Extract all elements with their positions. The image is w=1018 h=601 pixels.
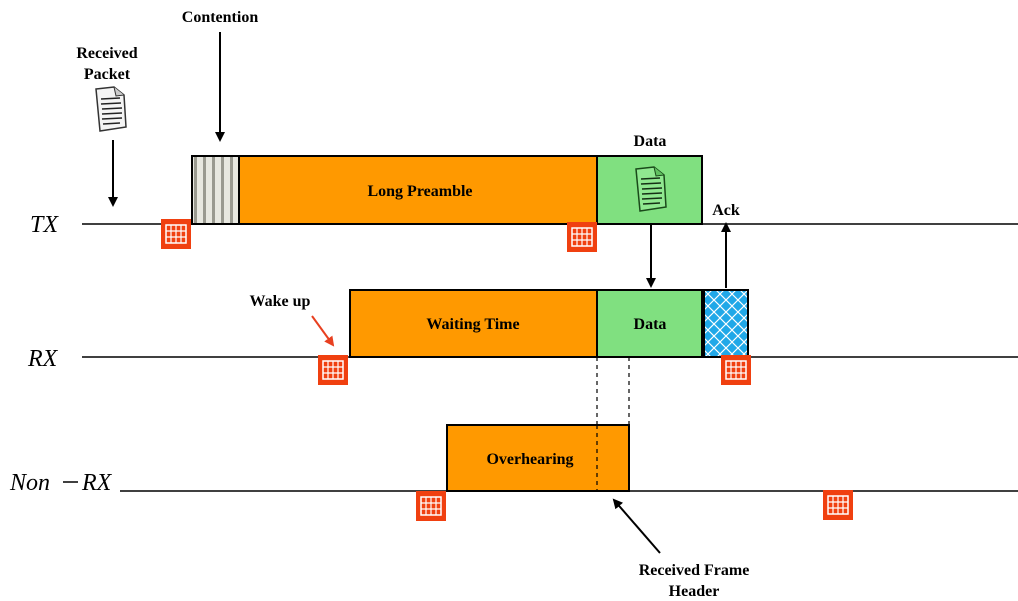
rx-data-block bbox=[596, 289, 703, 358]
long-preamble-block bbox=[238, 155, 598, 225]
tx-wakeup-grid-icon bbox=[160, 218, 192, 250]
received-frame-header-label-2: Header bbox=[669, 583, 720, 600]
non-rx-axis-label-left: Non bbox=[9, 470, 50, 496]
overhearing-block bbox=[446, 424, 630, 492]
contention-label: Contention bbox=[182, 9, 259, 26]
non-rx-axis-label-right: RX bbox=[81, 470, 113, 496]
ack-label: Ack bbox=[712, 202, 740, 219]
document-icon bbox=[635, 166, 667, 212]
data-top-label: Data bbox=[634, 133, 667, 150]
received-packet-label-2: Packet bbox=[84, 66, 131, 83]
overhearing-label: Overhearing bbox=[486, 451, 573, 468]
rx-data-label: Data bbox=[634, 316, 667, 333]
document-icon bbox=[95, 86, 127, 132]
rx-sleep-grid-icon bbox=[720, 354, 752, 386]
tx-axis-label: TX bbox=[30, 212, 59, 238]
received-packet-label-1: Received bbox=[76, 45, 137, 62]
non-rx-wakeup-grid-icon bbox=[415, 490, 447, 522]
received-frame-header-label-1: Received Frame bbox=[639, 562, 750, 579]
contention-block bbox=[191, 155, 240, 225]
wake-up-arrow bbox=[311, 315, 335, 347]
non-rx-wakeup-grid-icon-2 bbox=[822, 489, 854, 521]
rx-axis-label: RX bbox=[27, 346, 59, 372]
wake-up-label: Wake up bbox=[250, 293, 311, 310]
long-preamble-label: Long Preamble bbox=[367, 183, 472, 200]
frame-header-arrow bbox=[612, 498, 661, 554]
rx-wakeup-grid-icon bbox=[317, 354, 349, 386]
tx-wakeup-grid-icon-2 bbox=[566, 221, 598, 253]
ack-block bbox=[703, 289, 749, 358]
waiting-time-label: Waiting Time bbox=[426, 316, 519, 333]
